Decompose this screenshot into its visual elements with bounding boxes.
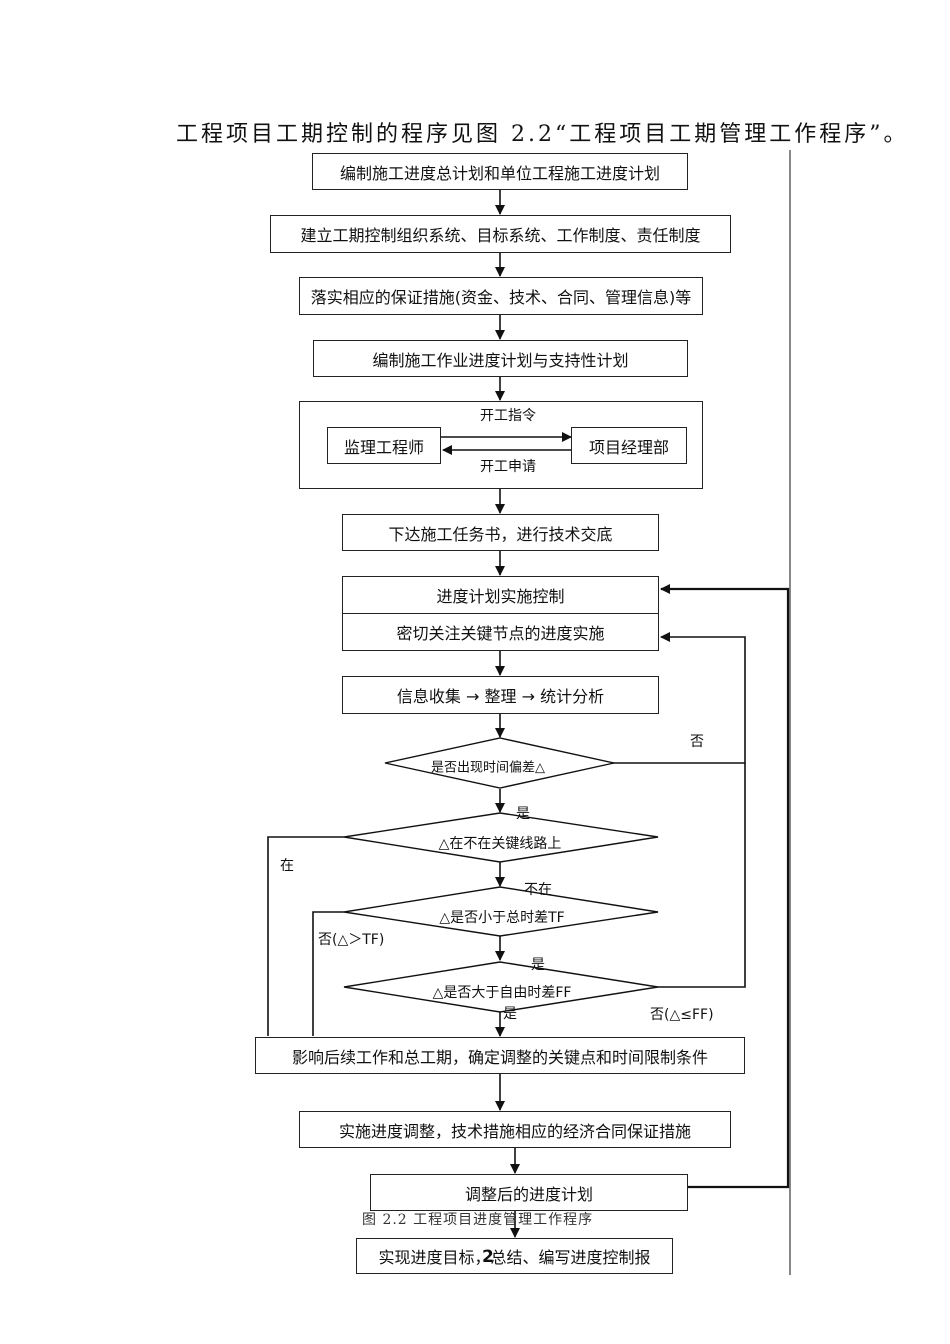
label-not-on-critical: 不在 bbox=[524, 882, 552, 898]
step-impact-analysis-text: 影响后续工作和总工期，确定调整的关键点和时间限制条件 bbox=[291, 1047, 708, 1067]
supervisor-box: 监理工程师 bbox=[327, 427, 441, 464]
step-goal-summary-text: 实现进度目标，总结、编写进度控制报 bbox=[378, 1248, 651, 1267]
step-guarantee-measures-text: 落实相应的保证措施(资金、技术、合同、管理信息)等 bbox=[310, 288, 692, 307]
label-yes-2: 是 bbox=[531, 957, 545, 973]
label-no-tf: 否(△＞TF) bbox=[318, 932, 385, 948]
label-no: 否 bbox=[690, 734, 704, 750]
figure-caption: 图 2.2 工程项目进度管理工作程序 bbox=[362, 1212, 594, 1228]
step-impact-analysis: 影响后续工作和总工期，确定调整的关键点和时间限制条件 bbox=[255, 1037, 745, 1074]
step-control-system-text: 建立工期控制组织系统、目标系统、工作制度、责任制度 bbox=[300, 226, 701, 245]
step-key-nodes: 密切关注关键节点的进度实施 bbox=[342, 613, 659, 651]
decision-3-text: △是否小于总时差TF bbox=[439, 910, 565, 926]
label-no-ff: 否(△≤FF) bbox=[650, 1007, 714, 1023]
start-request-label: 开工申请 bbox=[480, 459, 536, 475]
step-implement-control-text: 进度计划实施控制 bbox=[436, 587, 565, 606]
step-adjusted-plan: 调整后的进度计划 bbox=[370, 1174, 688, 1211]
step-control-system: 建立工期控制组织系统、目标系统、工作制度、责任制度 bbox=[270, 215, 731, 253]
step-operation-plan: 编制施工作业进度计划与支持性计划 bbox=[313, 340, 688, 377]
step-info-analysis: 信息收集 → 整理 → 统计分析 bbox=[342, 676, 659, 714]
step-adjusted-plan-text: 调整后的进度计划 bbox=[464, 1184, 593, 1204]
manager-box: 项目经理部 bbox=[571, 427, 687, 464]
step-goal-summary: 实现进度目标，总结、编写进度控制报 bbox=[356, 1238, 673, 1274]
decision-2-text: △在不在关键线路上 bbox=[438, 836, 562, 852]
decision-4-text: △是否大于自由时差FF bbox=[432, 985, 572, 1001]
label-yes-1: 是 bbox=[516, 806, 530, 822]
decision-diamond-2 bbox=[343, 812, 659, 863]
step-implement-control: 进度计划实施控制 bbox=[342, 576, 659, 614]
step-operation-plan-text: 编制施工作业进度计划与支持性计划 bbox=[372, 350, 629, 370]
step-adjustment: 实施进度调整，技术措施相应的经济合同保证措施 bbox=[299, 1111, 731, 1148]
supervisor-text: 监理工程师 bbox=[343, 437, 424, 457]
start-order-label: 开工指令 bbox=[480, 408, 536, 424]
page-number: 2 bbox=[482, 1247, 494, 1267]
label-on-critical: 在 bbox=[280, 858, 294, 874]
step-adjustment-text: 实施进度调整，技术措施相应的经济合同保证措施 bbox=[338, 1121, 691, 1141]
step-task-order-text: 下达施工任务书，进行技术交底 bbox=[388, 524, 613, 544]
label-yes-3: 是 bbox=[503, 1006, 517, 1022]
step-master-plan: 编制施工进度总计划和单位工程施工进度计划 bbox=[312, 153, 688, 190]
step-info-analysis-text: 信息收集 → 整理 → 统计分析 bbox=[396, 687, 605, 706]
step-task-order: 下达施工任务书，进行技术交底 bbox=[342, 514, 659, 551]
step-master-plan-text: 编制施工进度总计划和单位工程施工进度计划 bbox=[339, 163, 660, 183]
step-key-nodes-text: 密切关注关键节点的进度实施 bbox=[396, 624, 605, 643]
manager-text: 项目经理部 bbox=[588, 437, 669, 457]
step-guarantee-measures: 落实相应的保证措施(资金、技术、合同、管理信息)等 bbox=[299, 277, 703, 315]
page-heading: 工程项目工期控制的程序见图 2.2“工程项目工期管理工作程序”。 bbox=[176, 122, 909, 147]
decision-diamond-1 bbox=[384, 737, 615, 789]
decision-diamond-3 bbox=[343, 886, 659, 937]
decision-1-text: 是否出现时间偏差△ bbox=[431, 760, 545, 776]
start-block bbox=[299, 401, 703, 489]
decision-diamond-4 bbox=[343, 961, 659, 1013]
